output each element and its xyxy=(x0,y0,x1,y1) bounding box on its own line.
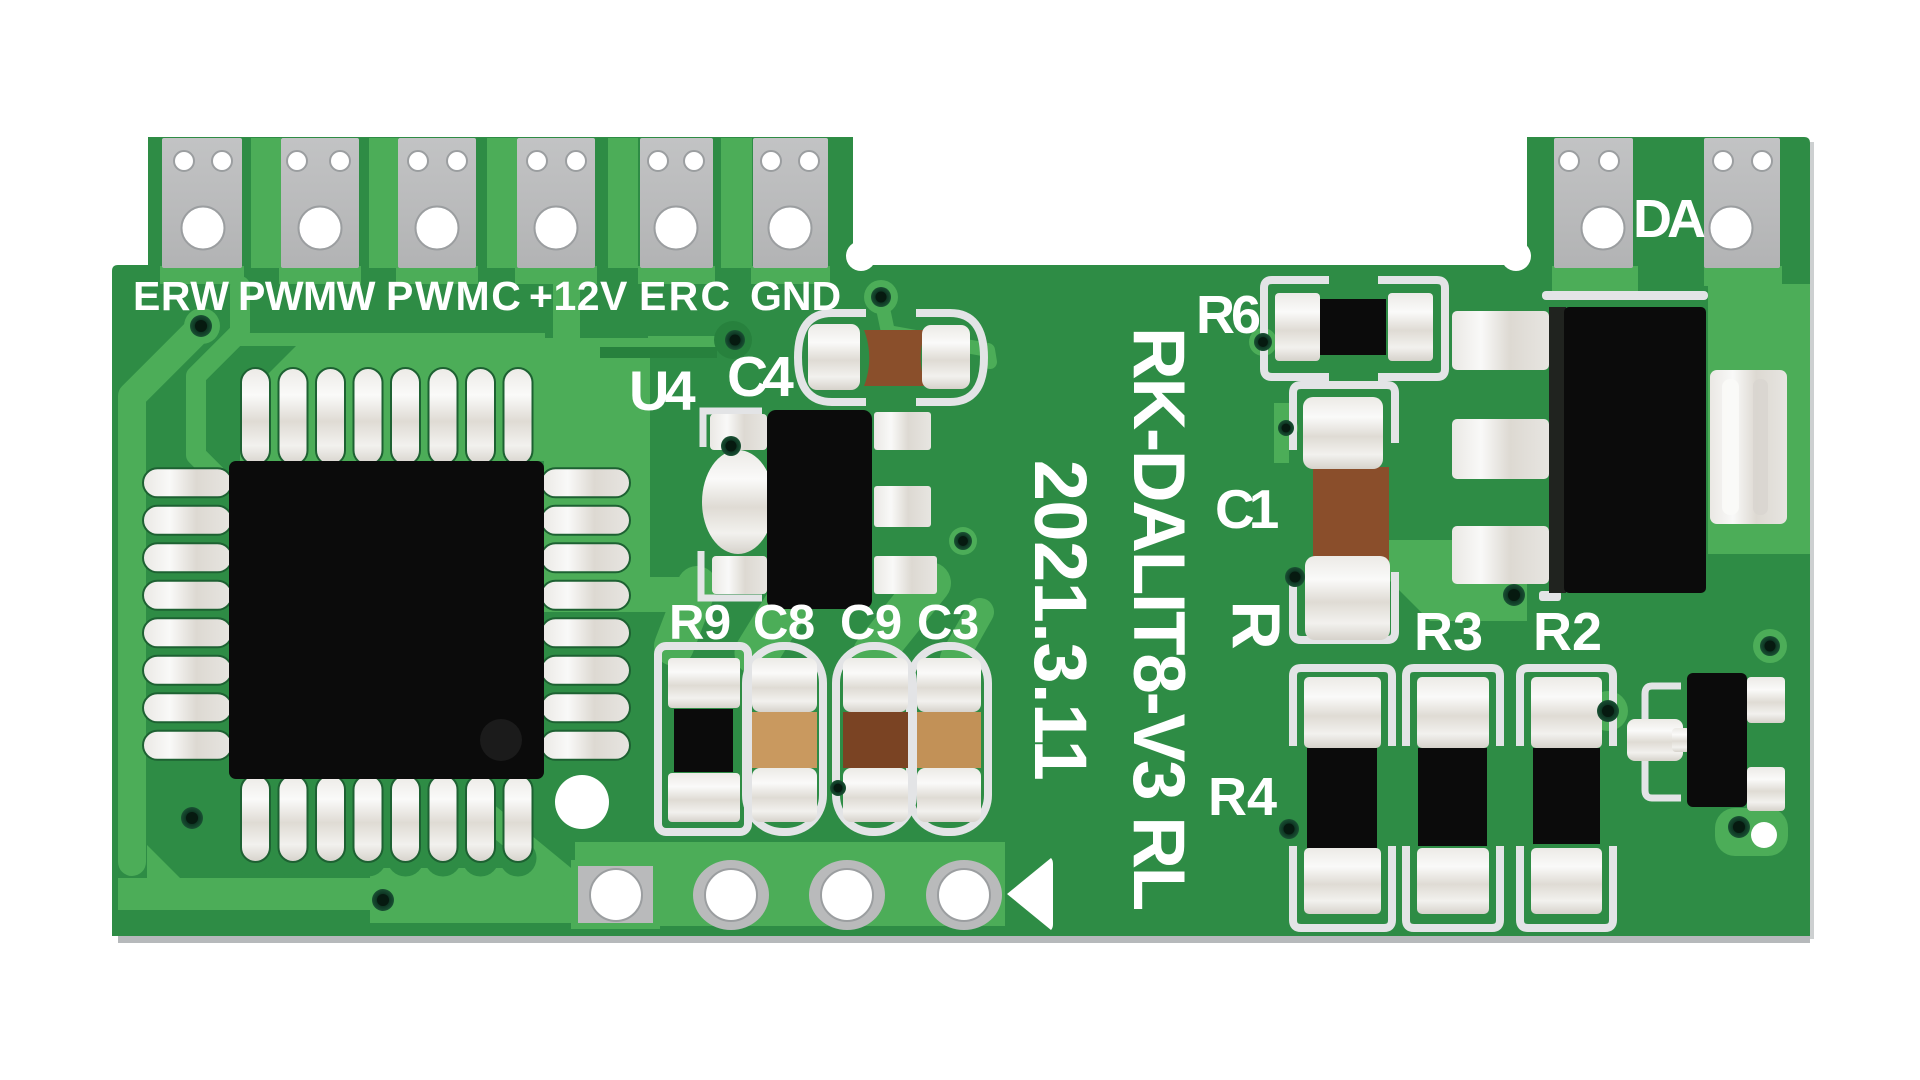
svg-text:C8: C8 xyxy=(753,596,815,650)
svg-text:ERW: ERW xyxy=(133,273,229,319)
svg-text:R3: R3 xyxy=(1414,602,1483,662)
svg-text:R4: R4 xyxy=(1208,767,1277,827)
svg-text:R6: R6 xyxy=(1196,285,1260,345)
svg-text:+12V: +12V xyxy=(529,273,628,319)
svg-text:U4: U4 xyxy=(629,359,695,422)
svg-text:R2: R2 xyxy=(1533,602,1602,662)
svg-text:R9: R9 xyxy=(669,596,731,650)
svg-text:C3: C3 xyxy=(917,596,979,650)
svg-text:PWMW: PWMW xyxy=(238,273,376,319)
svg-text:ERC: ERC xyxy=(639,273,732,319)
svg-text:R: R xyxy=(1218,600,1294,649)
svg-text:PWMC: PWMC xyxy=(386,273,523,319)
svg-text:2021.3.11: 2021.3.11 xyxy=(1019,460,1102,781)
svg-text:C1: C1 xyxy=(1215,478,1279,540)
svg-text:GND: GND xyxy=(750,273,841,319)
svg-text:C9: C9 xyxy=(840,596,902,650)
svg-text:C4: C4 xyxy=(727,345,794,409)
svg-text:DA: DA xyxy=(1633,189,1705,249)
svg-text:RK-DALIT8-V3 RL: RK-DALIT8-V3 RL xyxy=(1118,327,1199,910)
